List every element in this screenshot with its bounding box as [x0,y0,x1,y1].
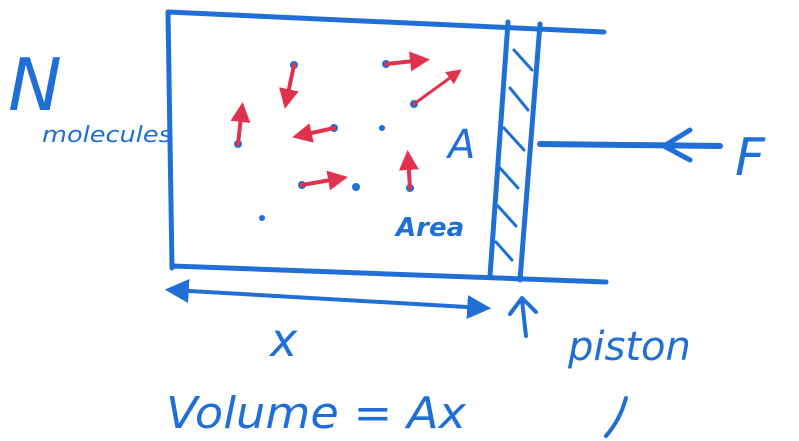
molecule [279,61,299,109]
force-arrow-icon [661,127,693,163]
molecule [352,183,360,191]
length-label: x [268,313,298,367]
n-label: N [8,43,62,127]
piston [487,19,723,283]
molecule [379,125,385,131]
piston-left-edge [487,19,511,279]
force-label: F [735,128,766,188]
molecule [382,51,430,72]
molecule [410,69,462,108]
cylinder-left-wall [165,9,175,271]
area-label: A [445,122,475,168]
molecules-label: molecules [42,123,172,148]
molecule [398,150,419,192]
molecule [230,102,251,148]
piston-rod [537,141,723,149]
piston-label: piston [567,324,691,370]
molecule [298,170,348,191]
area-word-label: Area [394,213,464,243]
cylinder-top-wall [165,9,607,35]
piston-hatching [494,48,534,262]
molecule [292,123,338,143]
up-arrow-icon [508,296,538,338]
cylinder-container [165,9,609,285]
molecule [259,215,265,221]
pen-stroke-mark [604,396,628,438]
length-double-arrow-icon [164,278,492,320]
piston-right-edge [517,21,543,283]
cylinder-bottom-wall [169,263,609,285]
gas-molecules [230,51,462,221]
volume-equation: Volume = Ax [166,388,467,439]
